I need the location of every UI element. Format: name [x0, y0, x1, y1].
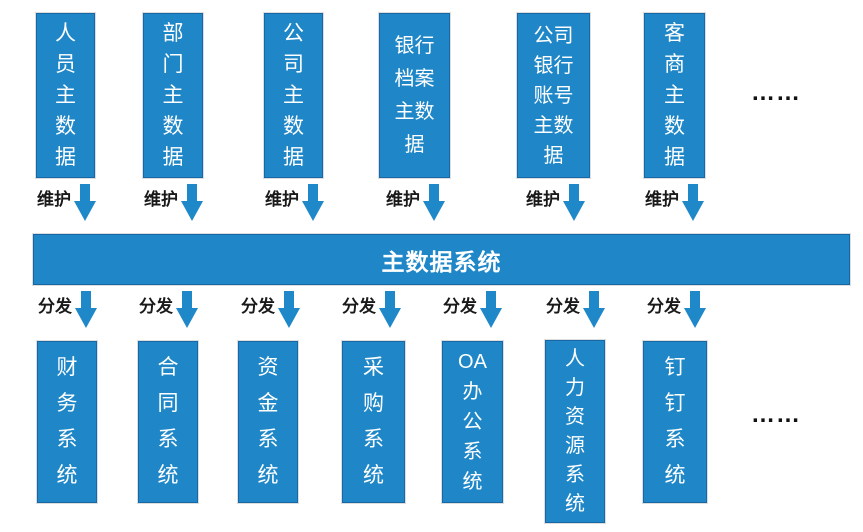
box-label: 财务系统 [56, 356, 78, 487]
down-arrow-icon [176, 291, 198, 328]
down-arrow-icon [181, 184, 203, 221]
top-box-company-master-data: 公司主数据 [264, 13, 323, 178]
box-label: 资金系统 [257, 356, 279, 487]
down-arrow-icon [302, 184, 324, 221]
distribute-label: 分发 [241, 297, 275, 316]
distribute-flow: 分发 [546, 291, 605, 328]
box-label: 钉钉系统 [664, 356, 686, 487]
distribute-flow: 分发 [139, 291, 198, 328]
bottom-box-procurement-system: 采购系统 [342, 341, 405, 503]
down-arrow-icon [682, 184, 704, 221]
bottom-box-hr-system: 人力资源系统 [545, 340, 605, 523]
distribute-flow: 分发 [38, 291, 97, 328]
down-arrow-icon [563, 184, 585, 221]
hub-label: 主数据系统 [381, 248, 502, 275]
distribute-label: 分发 [139, 297, 173, 316]
bottom-box-oa-office-system: OA办公系统 [442, 341, 503, 503]
down-arrow-icon [684, 291, 706, 328]
down-arrow-icon [423, 184, 445, 221]
top-box-company-bank-account-master-data: 公司银行账号主数据 [517, 13, 590, 178]
maintain-flow: 维护 [37, 184, 96, 221]
maintain-flow: 维护 [645, 184, 704, 221]
box-label: 部门主数据 [162, 22, 184, 169]
maintain-flow: 维护 [144, 184, 203, 221]
bottom-box-funds-system: 资金系统 [238, 341, 298, 503]
top-box-department-master-data: 部门主数据 [143, 13, 203, 178]
maintain-label: 维护 [265, 190, 299, 209]
distribute-label: 分发 [38, 297, 72, 316]
maintain-label: 维护 [526, 190, 560, 209]
maintain-label: 维护 [144, 190, 178, 209]
top-box-customer-vendor-master-data: 客商主数据 [644, 13, 705, 178]
hub-bar-master-data-system: 主数据系统 [33, 234, 850, 285]
distribute-flow: 分发 [443, 291, 502, 328]
distribute-label: 分发 [647, 297, 681, 316]
bottom-box-dingtalk-system: 钉钉系统 [643, 341, 707, 503]
down-arrow-icon [379, 291, 401, 328]
distribute-label: 分发 [342, 297, 376, 316]
down-arrow-icon [75, 291, 97, 328]
box-label: 人员主数据 [55, 22, 76, 169]
distribute-label: 分发 [546, 297, 580, 316]
ellipsis-top: …… [751, 79, 801, 106]
box-label: 公司银行账号主数据 [533, 24, 574, 167]
bottom-box-contract-system: 合同系统 [138, 341, 198, 503]
down-arrow-icon [278, 291, 300, 328]
down-arrow-icon [74, 184, 96, 221]
maintain-label: 维护 [37, 190, 71, 209]
down-arrow-icon [480, 291, 502, 328]
box-label: 合同系统 [157, 356, 179, 487]
box-label: 人力资源系统 [565, 347, 585, 515]
box-label: OA办公系统 [458, 351, 487, 493]
ellipsis-bottom: …… [751, 401, 801, 428]
maintain-label: 维护 [386, 190, 420, 209]
box-label: 银行档案主数据 [394, 34, 435, 156]
box-label: 采购系统 [363, 356, 384, 487]
distribute-flow: 分发 [342, 291, 401, 328]
maintain-flow: 维护 [386, 184, 445, 221]
box-label: 公司主数据 [283, 22, 304, 169]
maintain-flow: 维护 [265, 184, 324, 221]
maintain-flow: 维护 [526, 184, 585, 221]
distribute-flow: 分发 [241, 291, 300, 328]
distribute-label: 分发 [443, 297, 477, 316]
top-box-personnel-master-data: 人员主数据 [36, 13, 95, 178]
maintain-label: 维护 [645, 190, 679, 209]
box-label: 客商主数据 [664, 22, 685, 169]
top-box-bank-archive-master-data: 银行档案主数据 [379, 13, 450, 178]
down-arrow-icon [583, 291, 605, 328]
bottom-box-finance-system: 财务系统 [37, 341, 97, 503]
distribute-flow: 分发 [647, 291, 706, 328]
